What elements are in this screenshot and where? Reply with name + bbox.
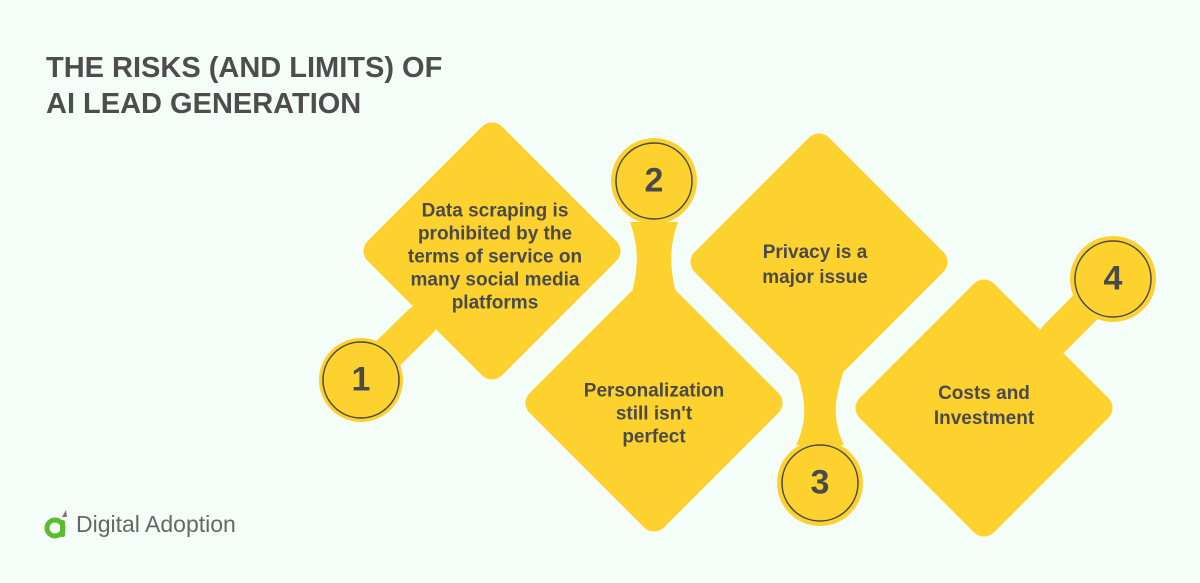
risk-2-line-2: still isn't	[615, 403, 693, 425]
brand-logo: Digital Adoption	[44, 507, 236, 541]
number-ring-1	[322, 341, 400, 419]
logo-text: Digital Adoption	[76, 510, 236, 537]
title-line-2: AI LEAD GENERATION	[46, 88, 362, 120]
risk-1-line-1: Data scraping is	[421, 200, 569, 222]
number-ring-2	[615, 142, 693, 220]
risk-1-label: Data scraping is prohibited by the terms…	[408, 200, 582, 315]
title-line-1: THE RISKS (AND LIMITS) OF	[46, 52, 443, 84]
risk-4-label: Costs and Investment	[934, 381, 1034, 431]
step-number-2: 2	[644, 161, 664, 200]
risk-1-line-3: terms of service on	[407, 246, 583, 268]
step-number-1: 1	[351, 360, 371, 399]
step-number-4: 4	[1103, 259, 1123, 298]
risk-1-line-4: many social media	[410, 269, 580, 291]
risk-2-line-3: perfect	[622, 426, 686, 448]
number-ring-3	[781, 444, 859, 522]
number-ring-4	[1074, 240, 1152, 318]
risk-1-line-2: prohibited by the	[417, 223, 573, 245]
risk-2-label: Personalization still isn't perfect	[584, 380, 724, 449]
risk-3-line-2: major issue	[762, 267, 868, 288]
risk-4-line-1: Costs and	[938, 383, 1030, 404]
risk-2-line-1: Personalization	[583, 380, 725, 402]
risk-1-shape	[319, 122, 621, 422]
risk-3-shape	[690, 133, 948, 526]
risk-4-line-2: Investment	[933, 408, 1035, 429]
digital-adoption-logo-icon	[44, 510, 67, 539]
step-number-3: 3	[810, 463, 830, 502]
risk-3-line-1: Privacy is a	[762, 242, 868, 263]
risk-4-shape	[855, 236, 1156, 537]
risk-1-line-5: platforms	[451, 292, 539, 314]
risk-3-label: Privacy is a major issue	[762, 240, 868, 290]
risk-2-shape	[525, 138, 783, 532]
page-title: THE RISKS (AND LIMITS) OF AI LEAD GENERA…	[46, 50, 442, 122]
